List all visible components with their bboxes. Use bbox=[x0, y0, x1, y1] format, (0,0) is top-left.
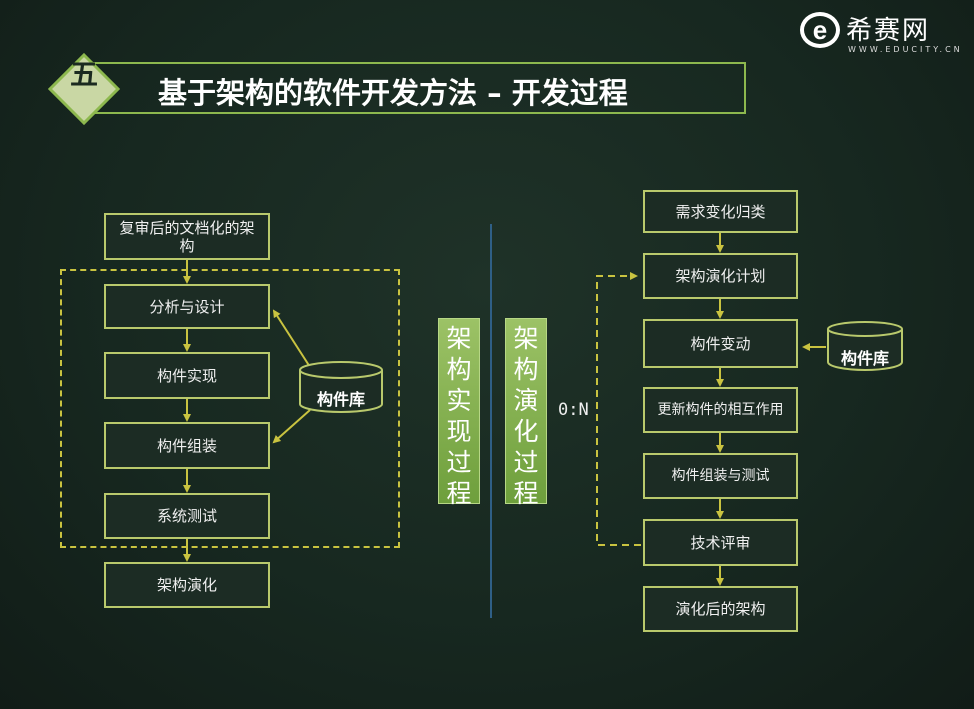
component-implementation-box: 构件实现 bbox=[104, 352, 270, 399]
architecture-evolution-box: 架构演化 bbox=[104, 562, 270, 608]
evolved-architecture-box: 演化后的架构 bbox=[643, 586, 798, 632]
center-divider bbox=[490, 224, 492, 618]
implementation-frame bbox=[60, 269, 400, 548]
diamond-icon bbox=[48, 53, 120, 125]
section-number-badge: 五 bbox=[48, 53, 120, 125]
reviewed-architecture-box: 复审后的文档化的架构 bbox=[104, 213, 270, 260]
logo-url: WWW.EDUCITY.CN bbox=[848, 45, 963, 54]
educity-logo: e 希赛网 WWW.EDUCITY.CN bbox=[800, 10, 960, 56]
assembly-testing-box: 构件组装与测试 bbox=[643, 453, 798, 499]
component-assembly-box: 构件组装 bbox=[104, 422, 270, 469]
component-library-icon-right bbox=[827, 321, 903, 371]
technical-review-box: 技术评审 bbox=[643, 519, 798, 566]
cardinality-ratio: 0:N bbox=[558, 400, 589, 420]
section-number: 五 bbox=[69, 58, 98, 91]
logo-e-icon: e bbox=[800, 12, 840, 48]
component-library-icon bbox=[299, 361, 383, 413]
component-library-label: 构件库 bbox=[316, 390, 365, 409]
logo-name: 希赛网 bbox=[846, 16, 931, 46]
component-change-box: 构件变动 bbox=[643, 319, 798, 368]
evolution-plan-box: 架构演化计划 bbox=[643, 253, 798, 299]
implementation-process-label: 架构实现过程 bbox=[438, 318, 480, 508]
component-library-label-right: 构件库 bbox=[840, 349, 889, 368]
title-bar: 基于架构的软件开发方法 – 开发过程 bbox=[86, 62, 746, 114]
page-title: 基于架构的软件开发方法 – 开发过程 bbox=[158, 76, 628, 110]
system-testing-box: 系统测试 bbox=[104, 493, 270, 539]
requirement-change-box: 需求变化归类 bbox=[643, 190, 798, 233]
analysis-design-box: 分析与设计 bbox=[104, 284, 270, 329]
evolution-process-label: 架构演化过程 bbox=[505, 318, 547, 508]
update-interaction-box: 更新构件的相互作用 bbox=[643, 387, 798, 433]
